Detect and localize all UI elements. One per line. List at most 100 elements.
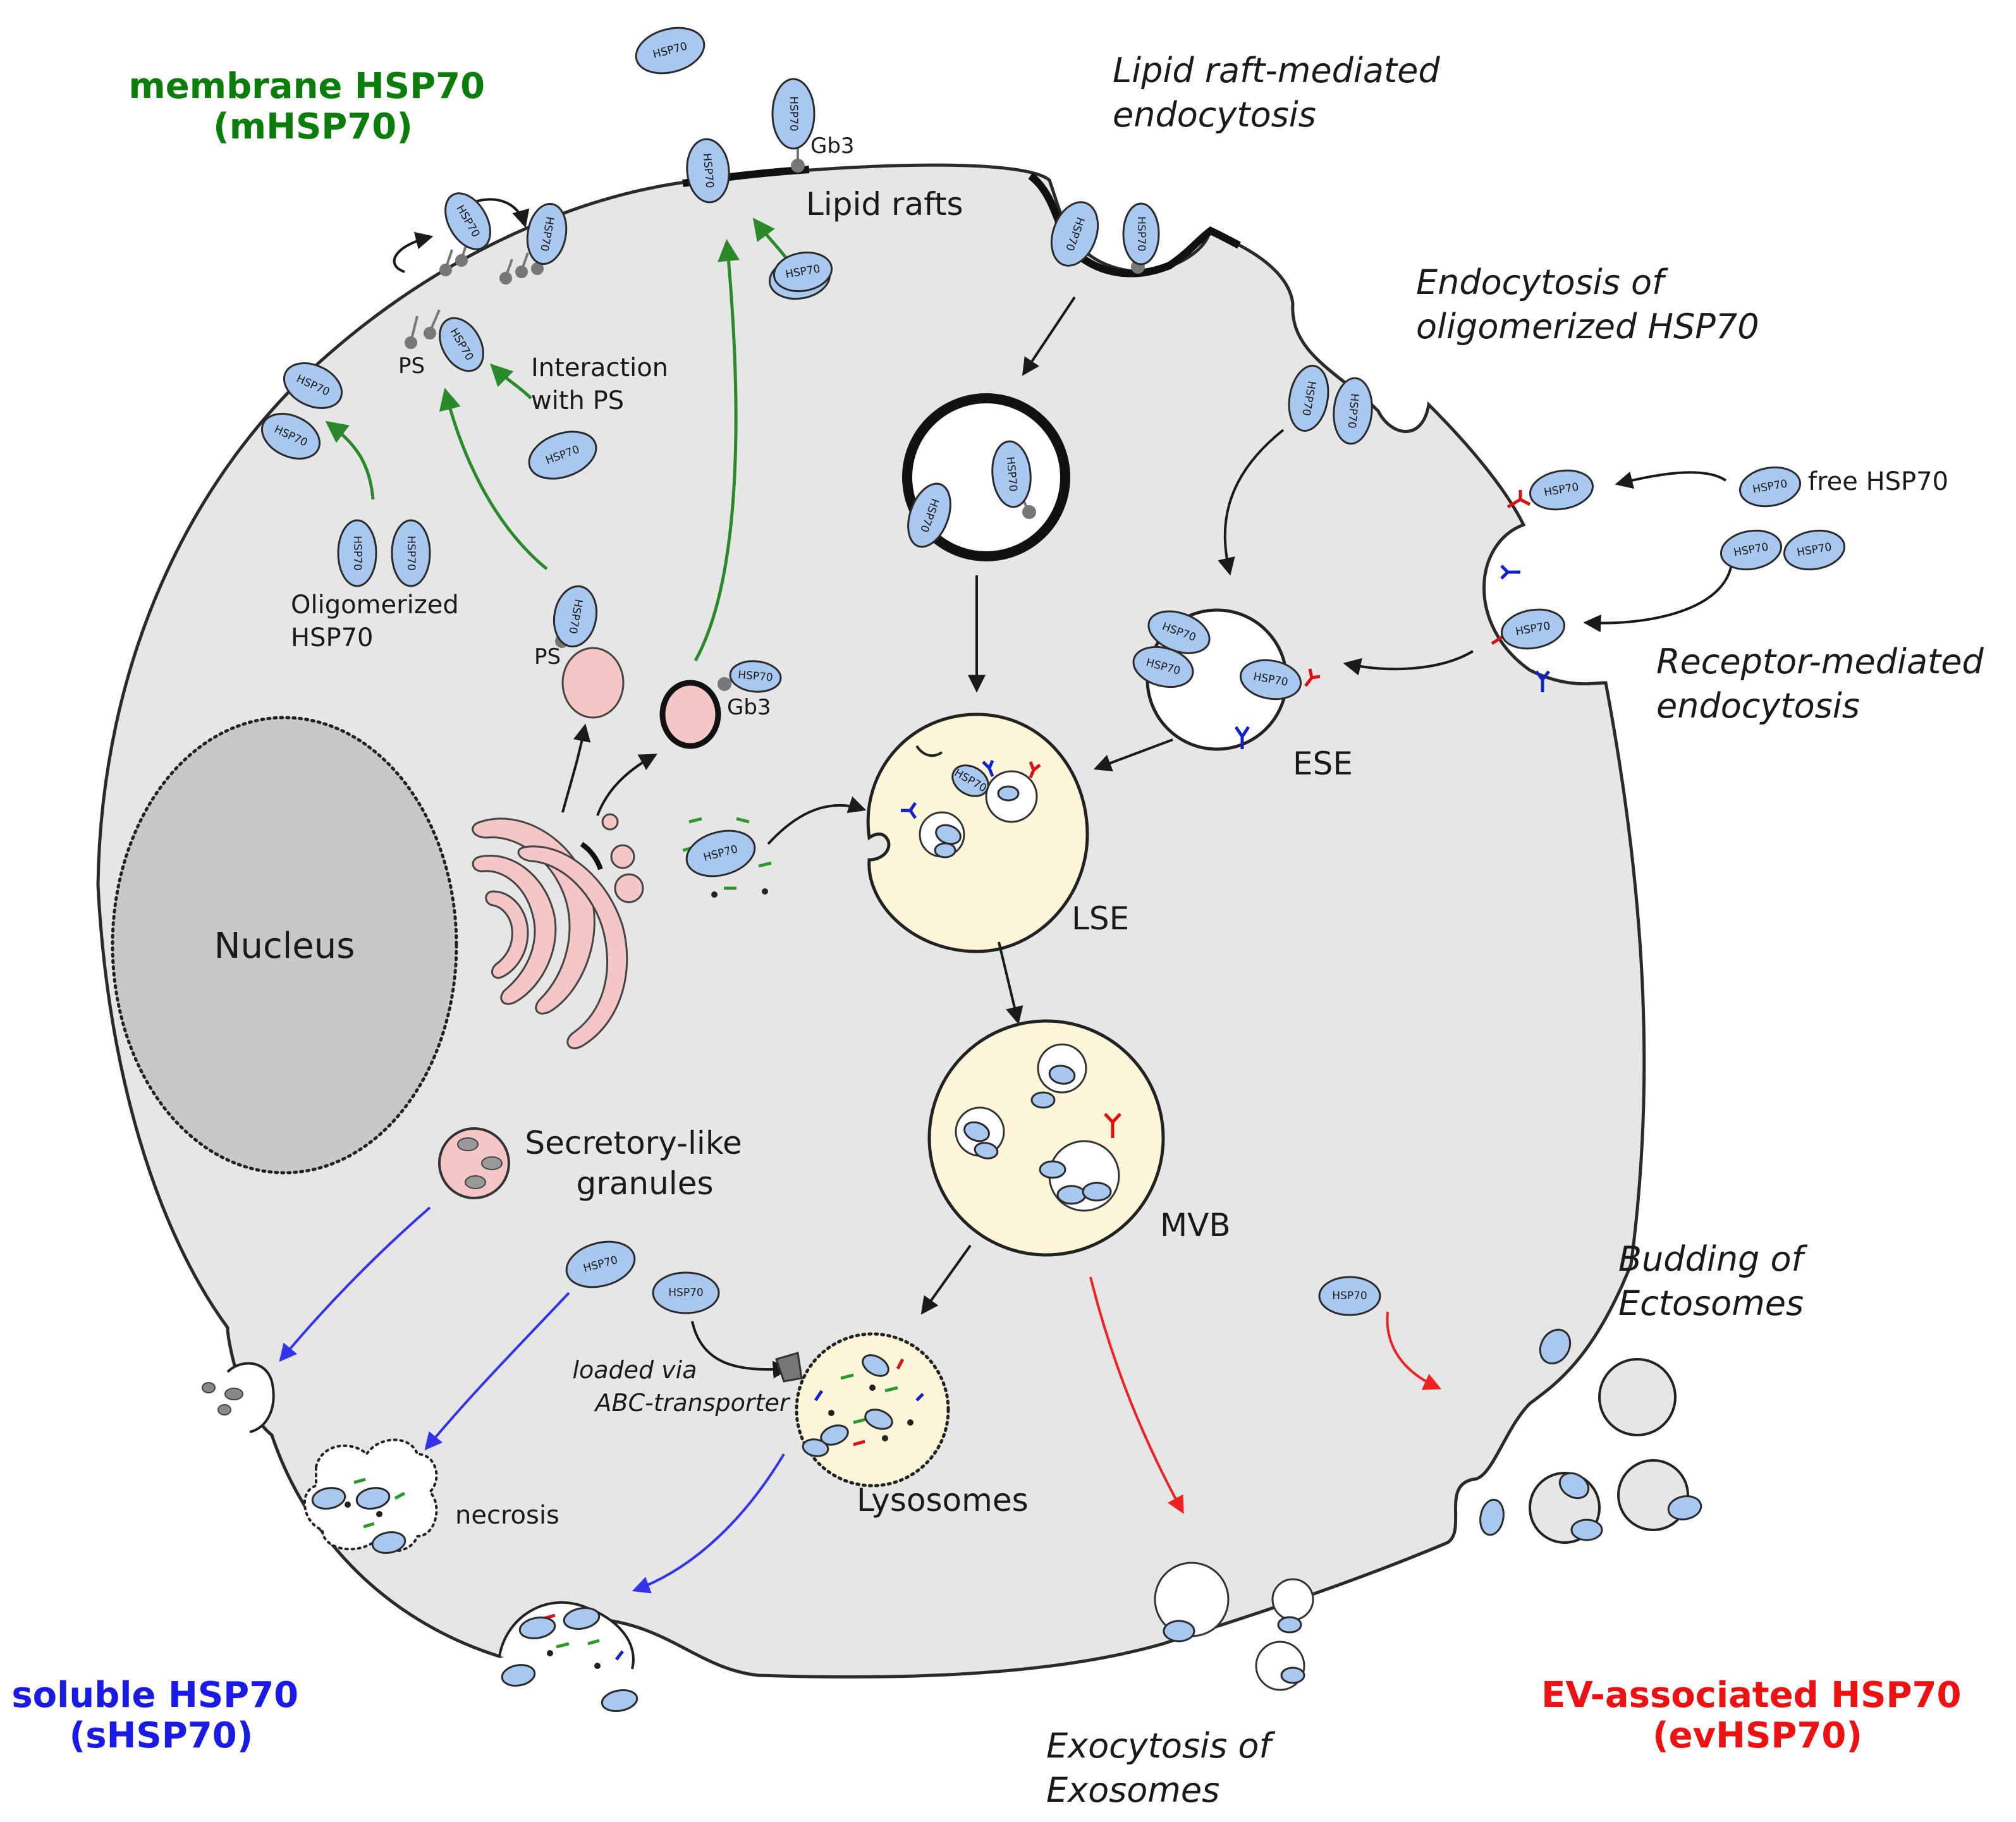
hsp70-protein: HSP70 — [1122, 202, 1160, 266]
ev-category-line2: (evHSP70) — [1653, 1715, 1862, 1756]
oligomerized-label: Oligomerized HSP70 — [291, 590, 467, 652]
free-hsp70-label: free HSP70 — [1808, 467, 1948, 496]
hsp70-protein — [934, 842, 956, 859]
ps-label-vesicle: PS — [534, 644, 561, 669]
hsp70-protein: HSP70 — [337, 519, 377, 587]
hsp70-protein — [820, 1424, 849, 1446]
hsp70-protein — [864, 1409, 893, 1430]
hsp70-protein: HSP70 — [1720, 529, 1783, 571]
golgi-apparatus — [472, 813, 644, 1049]
hsp70-protein — [997, 785, 1020, 802]
ps-vesicle — [561, 647, 625, 719]
hsp70-protein-label: HSP70 — [1004, 456, 1020, 492]
oligomer-endocytosis-label: Endocytosis of oligomerized HSP70 — [1416, 262, 1759, 346]
hsp70-protein — [563, 1607, 601, 1630]
hsp70-protein — [974, 1142, 999, 1159]
cell-membrane — [96, 163, 1646, 1679]
hsp70-protein: HSP70 — [771, 78, 816, 150]
hsp70-protein — [1082, 1182, 1112, 1202]
hsp70-protein: HSP70 — [439, 317, 484, 372]
hsp70-protein — [501, 1664, 536, 1687]
hsp70-protein — [1539, 1328, 1572, 1365]
hsp70-protein: HSP70 — [1050, 201, 1099, 267]
hsp70-protein-label: HSP70 — [351, 535, 363, 570]
membrane-category-title: membrane HSP70 (mHSP70) — [128, 66, 497, 147]
ese-label: ESE — [1293, 745, 1353, 782]
blue-arrows — [279, 1206, 785, 1594]
hsp70-protein: HSP70 — [444, 192, 491, 250]
abc-transporter-label: loaded via ABC-transporter — [572, 1356, 790, 1417]
hsp70-protein-label: HSP70 — [668, 1287, 703, 1299]
released-granule-contents — [202, 1382, 243, 1415]
hsp70-protein — [1030, 1091, 1056, 1109]
hsp70-protein: HSP70 — [635, 27, 706, 75]
lse-compartment — [866, 712, 1089, 953]
ps-label-membrane: PS — [398, 353, 425, 379]
lysosomes-label: Lysosomes — [857, 1482, 1029, 1519]
hsp70-protein — [518, 1617, 556, 1639]
lse-label: LSE — [1072, 900, 1129, 937]
hsp70-protein: HSP70 — [1500, 608, 1566, 650]
hsp70-protein — [1479, 1498, 1505, 1536]
soluble-category-title: soluble HSP70 (sHSP70) — [11, 1675, 310, 1756]
hsp70-protein: HSP70 — [1318, 1276, 1381, 1316]
hsp70-protein: HSP70 — [907, 482, 951, 548]
red-arrows — [1089, 1276, 1442, 1514]
membrane-category-line2: (mHSP70) — [213, 106, 413, 147]
receptor-endocytosis-label: Receptor-mediated endocytosis — [1656, 642, 1995, 726]
nucleus — [111, 716, 458, 1175]
hsp70-protein: HSP70 — [565, 1240, 636, 1288]
hsp70-protein-label: HSP70 — [405, 535, 417, 570]
hsp70-protein — [1570, 1519, 1603, 1541]
hsp70-protein — [355, 1487, 391, 1510]
hsp70-protein — [1039, 1160, 1066, 1179]
hsp70-protein-label: HSP70 — [1345, 393, 1361, 429]
secretory-granule — [438, 1127, 510, 1199]
hsp70-protein: HSP70 — [1132, 645, 1194, 688]
hsp70-protein: HSP70 — [1738, 466, 1802, 508]
hsp70-protein-label: HSP70 — [787, 96, 800, 131]
hsp70-protein: HSP70 — [1288, 365, 1329, 432]
hsp70-protein: HSP70 — [1783, 529, 1846, 571]
hsp70-protein — [311, 1487, 346, 1510]
hsp70-protein: HSP70 — [1147, 610, 1211, 654]
exocytosis-label: Exocytosis of Exosomes — [1046, 1726, 1282, 1810]
hsp70-protein: HSP70 — [553, 585, 598, 648]
hsp70-protein: HSP70 — [1239, 659, 1302, 700]
hsp70-protein: HSP70 — [1529, 469, 1594, 511]
hsp70-protein: HSP70 — [686, 138, 730, 204]
hsp70-protein — [802, 1438, 829, 1457]
abc-transporter — [775, 1352, 803, 1383]
hsp70-protein-label: HSP70 — [1135, 216, 1147, 251]
soluble-category-line2: (sHSP70) — [70, 1715, 254, 1756]
budding-label: Budding of Ectosomes — [1618, 1239, 1814, 1323]
necrosis-label: necrosis — [455, 1501, 559, 1530]
granule-contents — [457, 1137, 503, 1189]
hsp70-protein — [1048, 1065, 1076, 1085]
hsp70-protein: HSP70 — [260, 413, 321, 460]
lipid-raft-segment — [1028, 173, 1241, 278]
golgi-raft-segment — [580, 841, 603, 871]
hsp70-protein: HSP70 — [652, 1271, 720, 1314]
secretion-pocket — [226, 1362, 275, 1433]
hsp70-protein: HSP70 — [283, 362, 343, 409]
green-arrows — [325, 217, 788, 662]
hsp70-protein — [371, 1531, 406, 1554]
hsp70-protein: HSP70 — [685, 829, 756, 877]
ev-category-line1: EV-associated HSP70 — [1541, 1675, 1961, 1716]
hsp70-protein: HSP70 — [991, 440, 1032, 508]
black-arrows — [393, 198, 1733, 1379]
mvb-label: MVB — [1160, 1207, 1231, 1244]
interaction-ps-label: Interaction with PS — [531, 353, 676, 415]
lipid-raft-endocytosis-label: Lipid raft-mediated endocytosis — [1113, 51, 1451, 135]
hsp70-protein — [1558, 1472, 1590, 1500]
hsp70-protein — [1277, 1616, 1302, 1634]
hsp70-protein-label: HSP70 — [700, 152, 716, 188]
hsp70-protein: HSP70 — [729, 660, 782, 693]
hsp70-protein-label: HSP70 — [737, 669, 773, 685]
gb3-label-top: Gb3 — [810, 133, 855, 159]
nucleus-label: Nucleus — [214, 926, 355, 967]
receptors-blue — [901, 565, 1550, 819]
